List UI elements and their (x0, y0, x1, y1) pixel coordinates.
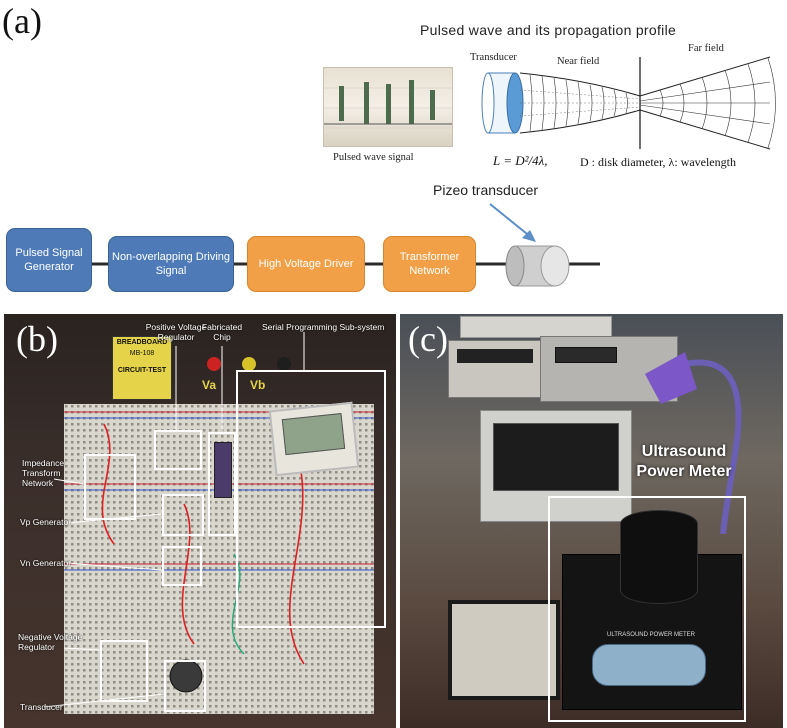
panel-b-photo: BREADBOARD MB-108 CIRCUIT-TEST Va Vb (4, 314, 396, 728)
ann-transducer: Transducer (20, 702, 63, 712)
box-transducer (164, 660, 206, 712)
power-meter-cup (620, 510, 698, 604)
near-field-caption: Near field (557, 56, 600, 67)
small-breadboard (448, 600, 560, 700)
board-model: MB-108 (129, 350, 155, 357)
power-terminals (207, 357, 291, 371)
panel-c-photo: ULTRASOUND POWER METER Ultrasound Power … (400, 314, 783, 728)
box-vn (162, 546, 202, 586)
annotation-leaders (43, 332, 305, 708)
formula-main: L = D²/4λ, (493, 153, 548, 168)
keyboard (460, 316, 612, 338)
transducer-caption: Transducer (470, 52, 517, 63)
box-positive-regulator (154, 430, 202, 470)
box-serial-prog (236, 370, 386, 628)
ann-fabricated-chip: Fabricated Chip (201, 322, 243, 342)
oscilloscope (480, 410, 632, 522)
panel-c-label: (c) (408, 319, 448, 359)
power-meter-label: Ultrasound Power Meter (636, 443, 732, 480)
board-va-label: Va (202, 378, 217, 392)
ann-serial-prog: Serial Programming Sub-system (262, 322, 385, 332)
box-power-meter (548, 496, 746, 722)
panel-a-title: Pulsed wave and its propagation profile (420, 22, 677, 38)
propagation-profile (481, 56, 776, 150)
block-non-overlapping-driving-signal: Non-overlapping Driving Signal (108, 236, 234, 292)
far-field-caption: Far field (688, 43, 724, 54)
pulsed-wave-caption: Pulsed wave signal (333, 152, 414, 163)
panel-b-label: (b) (16, 319, 58, 359)
block-high-voltage-driver: High Voltage Driver (247, 236, 365, 292)
ann-impedance: Impedance Transform Network (22, 458, 65, 488)
power-supply (448, 340, 542, 398)
panel-a-label: (a) (2, 1, 42, 41)
board-brand: BREADBOARD (116, 339, 168, 346)
ann-vn-generator: Vn Generator (20, 558, 72, 568)
pizeo-transducer-label: Pizeo transducer (433, 182, 539, 198)
box-negative-regulator (100, 640, 148, 702)
ann-positive-regulator: Positive Voltage Regulator (145, 322, 207, 342)
board-vb-label: Vb (250, 378, 266, 392)
pulsed-wave-graphic (324, 80, 452, 129)
desk-lamp (645, 352, 742, 534)
box-vp (162, 494, 204, 536)
ann-negative-regulator: Negative Voltage Regulator (18, 632, 83, 652)
pulsed-wave-photo (323, 67, 453, 147)
box-chip (208, 432, 236, 536)
block-pulsed-signal-generator: Pulsed Signal Generator (6, 228, 92, 292)
fabricated-chip (214, 442, 232, 498)
board-plate: BREADBOARD MB-108 CIRCUIT-TEST (112, 336, 172, 400)
ann-vp-generator: Vp Generator (20, 517, 72, 527)
formula-description: D : disk diameter, λ: wavelength (580, 155, 736, 169)
block-transformer-network: Transformer Network (383, 236, 476, 292)
board-circuit: CIRCUIT-TEST (117, 367, 167, 374)
pizeo-transducer-graphic (489, 203, 570, 287)
power-meter-plate: ULTRASOUND POWER METER (607, 632, 695, 638)
power-meter-display (592, 644, 706, 686)
